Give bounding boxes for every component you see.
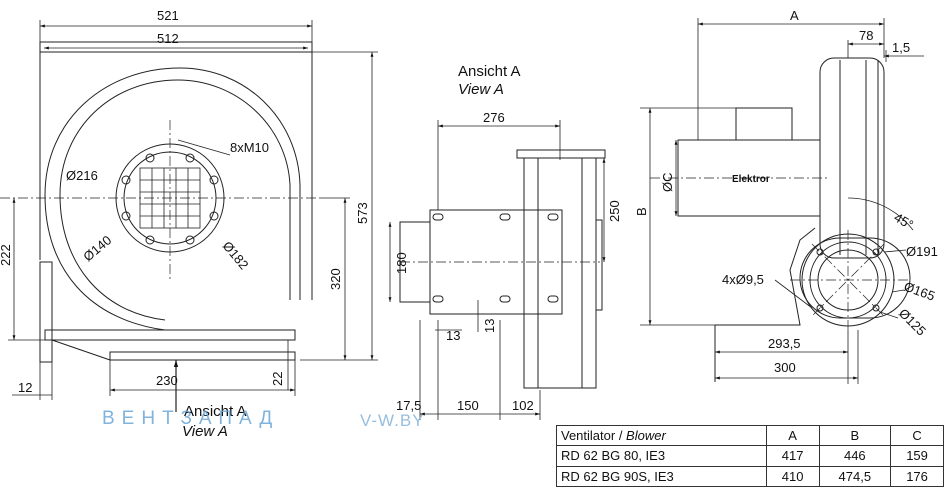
- dim-13-vertical: 13: [482, 319, 497, 333]
- spec-cell-c: 159: [890, 445, 944, 467]
- dim-293-5: 293,5: [768, 336, 801, 351]
- view-a-texts: Ansicht A View A 276 180 250 13 13 17,5 …: [394, 63, 622, 413]
- dim-d125: Ø125: [896, 306, 929, 339]
- front-view-arrow-subtitle: View A: [182, 423, 228, 440]
- dim-d182: Ø182: [220, 238, 252, 272]
- dim-222: 222: [0, 244, 13, 266]
- outlet-frame: [39, 41, 313, 53]
- dim-300: 300: [774, 360, 796, 375]
- side-view-texts: A 78 1,5 ØC B Elektror 45° Ø191 4xØ9,5 Ø…: [634, 8, 938, 375]
- front-view: [0, 20, 378, 412]
- table-row: RD 62 BG 80, IE3 417 446 159: [556, 445, 944, 467]
- dim-1-5: 1,5: [892, 40, 910, 55]
- spec-table: Ventilator / Blower A B C RD 62 BG 80, I…: [556, 424, 944, 488]
- view-a-dimension-lines: [388, 120, 606, 420]
- spec-header-a: A: [765, 424, 820, 447]
- spec-cell-model: RD 62 BG 80, IE3: [556, 445, 767, 467]
- front-dimension-lines: [8, 20, 378, 400]
- base-plate: [44, 329, 296, 341]
- spec-cell-b: 474,5: [818, 465, 892, 488]
- dim-12: 12: [18, 380, 32, 395]
- watermark: ВЕНТЗАПАД V-W.BY: [102, 408, 425, 430]
- spec-cell-model: RD 62 BG 90S, IE3: [556, 465, 767, 488]
- front-view-arrow-title: Ansicht A: [184, 403, 247, 420]
- view-a: [388, 120, 606, 420]
- spec-header-c: C: [890, 424, 944, 447]
- dim-230: 230: [156, 373, 178, 388]
- motor-brand-logo: Elektror: [732, 174, 770, 185]
- view-a-slots: [432, 213, 559, 303]
- dim-573: 573: [355, 202, 370, 224]
- side-inlet-flange: [799, 237, 911, 319]
- label-bolts: 8xM10: [230, 140, 269, 155]
- dim-b: B: [634, 207, 649, 216]
- dim-521: 521: [157, 8, 179, 23]
- dim-oc: ØC: [660, 173, 675, 193]
- dim-d191: Ø191: [906, 244, 938, 259]
- spec-header-model: Ventilator / Blower: [556, 424, 767, 447]
- dim-13-horizontal: 13: [446, 328, 460, 343]
- watermark-site: V-W.BY: [360, 411, 425, 430]
- side-dimension-lines: [640, 18, 924, 384]
- front-dimension-texts: 521 512 573 320 222 230 12 22 8xM10 Ø216…: [0, 8, 370, 440]
- view-a-outlet-flange: [516, 149, 606, 159]
- table-row: RD 62 BG 90S, IE3 410 474,5 176: [556, 465, 944, 488]
- fan-housing-outline: [44, 67, 301, 331]
- bolt-holes: [121, 153, 219, 245]
- dim-150: 150: [457, 398, 479, 413]
- side-view: [640, 18, 924, 384]
- spec-cell-a: 417: [765, 445, 820, 467]
- watermark-brand: ВЕНТЗАПАД: [102, 408, 279, 429]
- fan-housing-inner: [59, 79, 291, 321]
- dim-d165: Ø165: [902, 279, 937, 304]
- dim-22: 22: [270, 372, 285, 386]
- dim-102: 102: [512, 398, 534, 413]
- spec-header-b: B: [818, 424, 892, 447]
- dim-d140: Ø140: [80, 232, 114, 264]
- dim-17-5: 17,5: [396, 398, 421, 413]
- view-a-subtitle: View A: [458, 81, 504, 98]
- spec-header-row: Ventilator / Blower A B C: [556, 424, 944, 447]
- dim-276: 276: [483, 110, 505, 125]
- dim-320: 320: [328, 268, 343, 290]
- spec-cell-c: 176: [890, 465, 944, 488]
- side-housing: [819, 57, 885, 259]
- dim-250: 250: [607, 200, 622, 222]
- dim-d216: Ø216: [66, 168, 98, 183]
- dim-512: 512: [157, 31, 179, 46]
- dim-a: A: [790, 8, 799, 23]
- dim-holes: 4xØ9,5: [722, 272, 764, 287]
- dim-78: 78: [859, 28, 873, 43]
- dim-180: 180: [394, 252, 409, 274]
- view-a-title: Ansicht A: [458, 63, 521, 80]
- spec-cell-a: 410: [765, 465, 820, 488]
- spec-cell-b: 446: [818, 445, 892, 467]
